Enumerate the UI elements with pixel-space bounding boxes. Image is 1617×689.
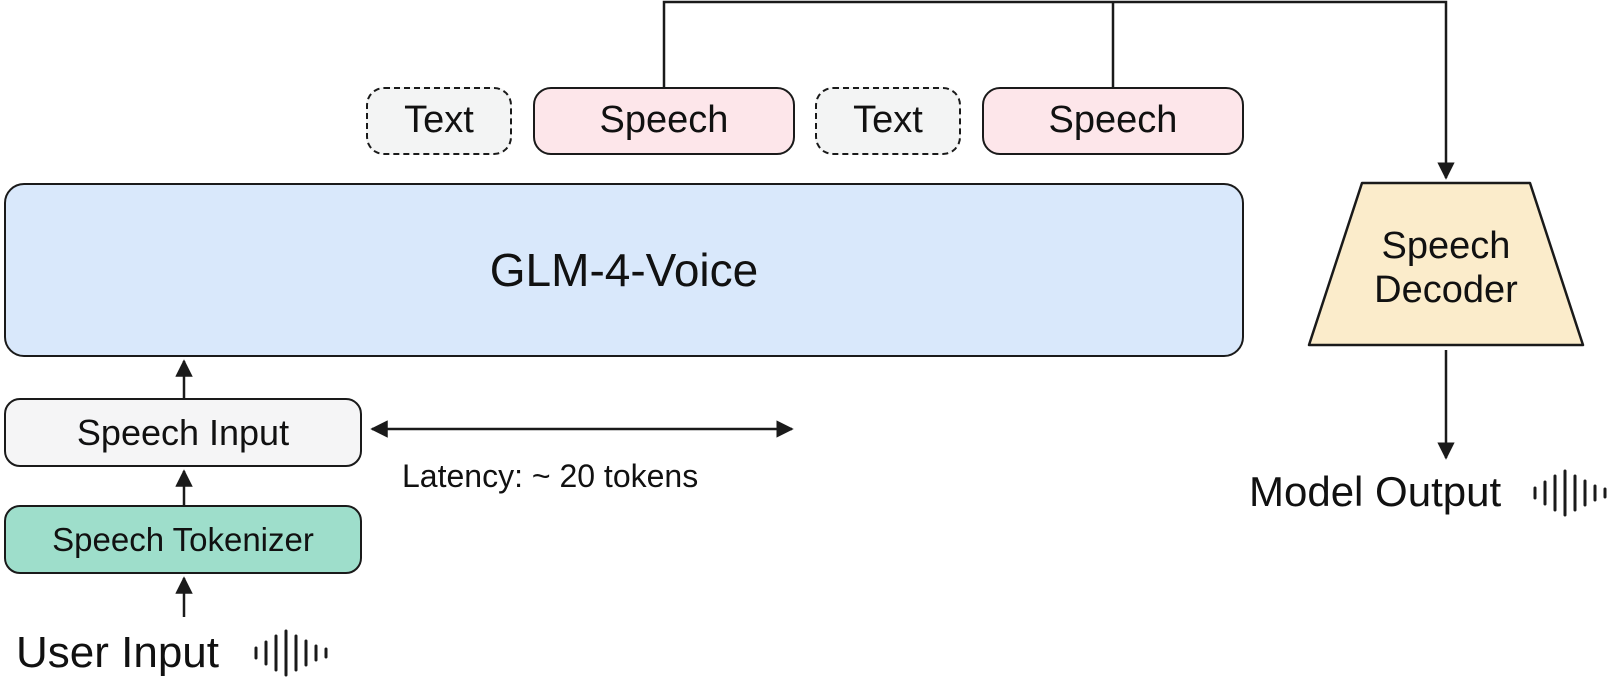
speech-decoder-line2: Decoder [1374, 268, 1518, 311]
speech-token-1: Speech [533, 87, 795, 155]
speech-decoder-label: Speech Decoder [1355, 225, 1537, 312]
glm-4-voice-model: GLM-4-Voice [4, 183, 1244, 357]
speech-input-label: Speech Input [76, 411, 290, 453]
user-input-waveform-icon [254, 629, 328, 677]
text-token-label: Text [404, 99, 474, 142]
text-token-2: Text [815, 87, 961, 155]
model-output-waveform-icon [1533, 469, 1607, 517]
text-token-1: Text [366, 87, 512, 155]
speech-decoder-line1: Speech [1381, 225, 1511, 267]
speech-token-2: Speech [982, 87, 1244, 155]
speech-tokenizer-label: Speech Tokenizer [52, 520, 314, 558]
latency-label: Latency: ~ 20 tokens [402, 458, 699, 494]
text-token-label: Text [853, 99, 923, 142]
model-label: GLM-4-Voice [489, 243, 759, 296]
speech-token-to-decoder-line [662, 0, 1455, 180]
speech-input-box: Speech Input [4, 398, 362, 467]
model-output-label: Model Output [1249, 468, 1502, 515]
speech-tokenizer-box: Speech Tokenizer [4, 505, 362, 574]
speech-decoder-shape [1307, 181, 1585, 347]
speech-token-label: Speech [599, 99, 729, 142]
speech-token-label: Speech [1048, 99, 1178, 142]
user-input-label: User Input [16, 628, 219, 677]
